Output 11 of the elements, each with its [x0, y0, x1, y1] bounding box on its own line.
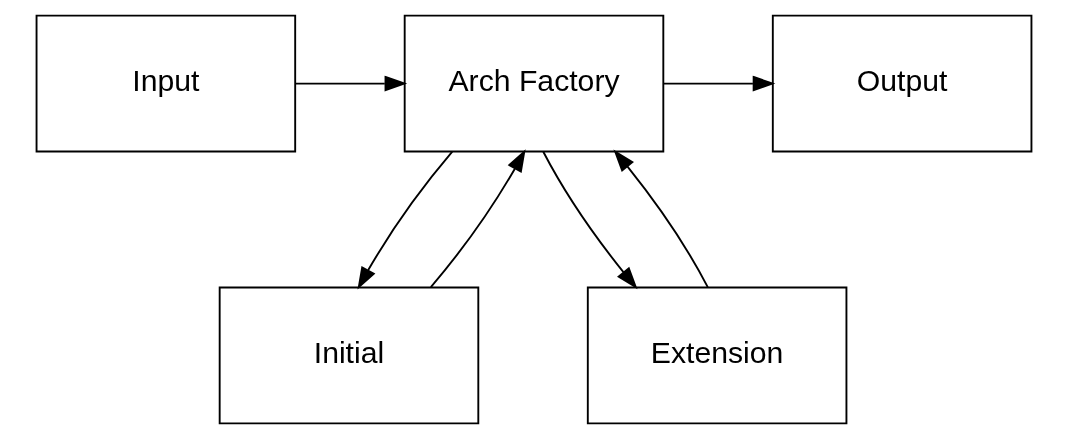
- arrow: [356, 150, 453, 290]
- arrow: [661, 75, 775, 92]
- node-box: Input: [35, 14, 296, 153]
- node-box: Extension: [586, 286, 847, 425]
- arrow: [293, 75, 407, 92]
- arrow: [612, 149, 709, 289]
- node-box: Arch Factory: [403, 14, 664, 153]
- arrow: [541, 150, 638, 290]
- node-box: Output: [771, 14, 1032, 153]
- node-box: Initial: [218, 286, 479, 425]
- arrow: [429, 149, 526, 289]
